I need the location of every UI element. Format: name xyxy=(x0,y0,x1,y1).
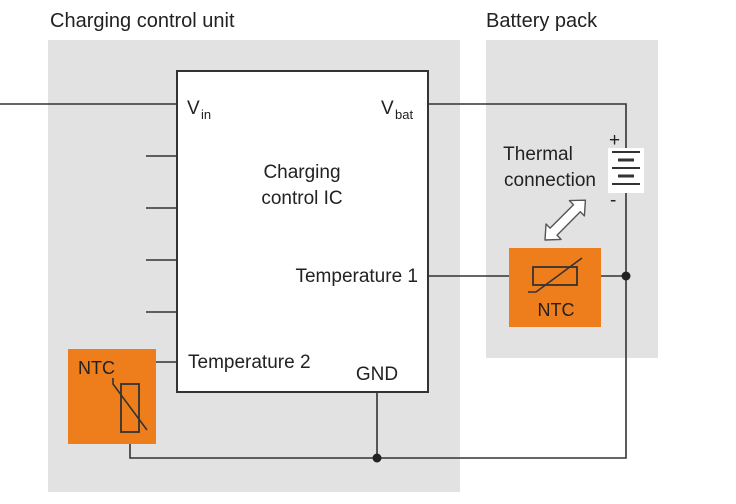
thermal-label-line1: Thermal xyxy=(503,144,573,165)
thermal-label-line2: connection xyxy=(504,170,596,191)
vbat-pin-subscript: bat xyxy=(395,107,413,122)
junction-dot-temp1 xyxy=(621,271,631,281)
vin-pin-label: V xyxy=(187,98,200,119)
junction-dot-gnd xyxy=(372,453,382,463)
ic-left-pins xyxy=(146,155,177,313)
temp2-pin-label: Temperature 2 xyxy=(188,352,311,373)
ntc-pack-block xyxy=(509,248,601,327)
ic-label-line1: Charging xyxy=(263,162,340,183)
battery-pack-title: Battery pack xyxy=(486,10,598,32)
temp1-pin-label: Temperature 1 xyxy=(295,266,418,287)
ntc-unit-block xyxy=(68,349,156,444)
battery-minus-label: - xyxy=(610,190,616,211)
battery-cell-icon xyxy=(608,148,644,193)
thermistor-pack-icon xyxy=(528,257,583,293)
vbat-wire xyxy=(428,103,627,150)
charging-control-ic xyxy=(176,70,429,393)
thermistor-unit-icon xyxy=(112,378,148,433)
vin-pin-subscript: in xyxy=(201,107,211,122)
charging-unit-title: Charging control unit xyxy=(50,10,235,32)
double-arrow-icon xyxy=(544,199,587,241)
ic-label-line2: control IC xyxy=(261,188,342,209)
ntc-unit-label: NTC xyxy=(78,358,115,378)
gnd-pin-label: GND xyxy=(356,364,398,385)
ntc-pack-label: NTC xyxy=(538,300,575,320)
vbat-pin-label: V xyxy=(381,98,394,119)
battery-plus-label: + xyxy=(609,130,620,151)
